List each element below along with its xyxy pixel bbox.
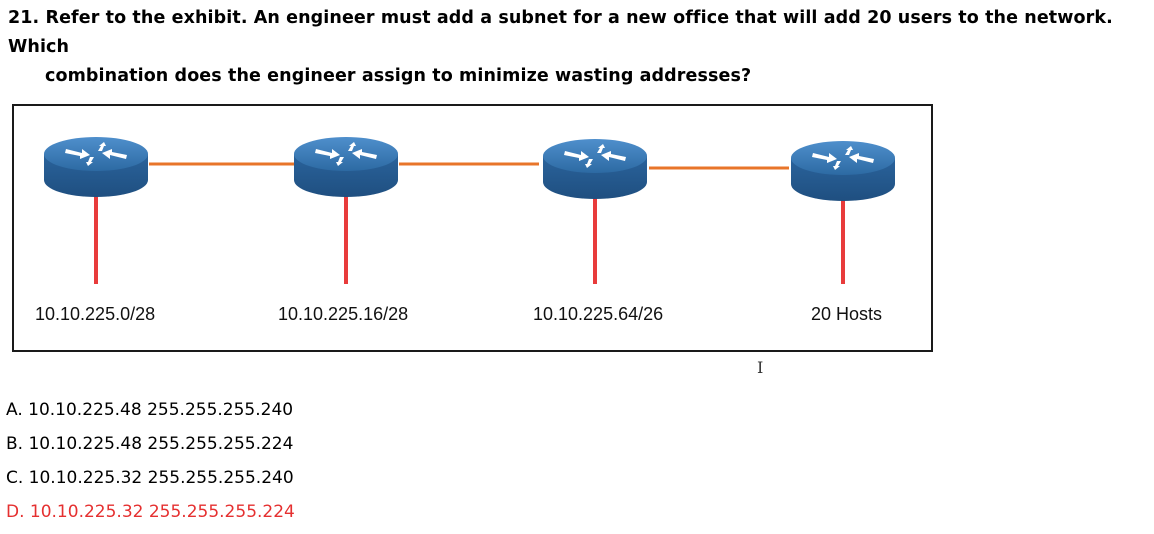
option-c[interactable]: C. 10.10.225.32 255.255.255.240 bbox=[6, 468, 294, 488]
subnet-label: 10.10.225.16/28 bbox=[278, 304, 409, 324]
question-text: 21. Refer to the exhibit. An engineer mu… bbox=[8, 4, 1152, 91]
router-icon bbox=[294, 137, 398, 197]
hosts-label: 20 Hosts bbox=[811, 304, 883, 324]
subnet-label: 10.10.225.64/26 bbox=[533, 304, 664, 324]
answer-options: A. 10.10.225.48 255.255.255.240 B. 10.10… bbox=[6, 398, 295, 534]
text-cursor-icon: I bbox=[757, 358, 764, 377]
router-icon bbox=[791, 141, 895, 201]
exhibit-diagram: 10.10.225.0/28 10.10.225.16/28 10.10.225… bbox=[12, 104, 933, 352]
option-a[interactable]: A. 10.10.225.48 255.255.255.240 bbox=[6, 400, 294, 420]
question-line-2: combination does the engineer assign to … bbox=[45, 66, 752, 86]
router-icon bbox=[44, 137, 148, 197]
option-b[interactable]: B. 10.10.225.48 255.255.255.224 bbox=[6, 434, 294, 454]
router-icon bbox=[543, 139, 647, 199]
option-d[interactable]: D. 10.10.225.32 255.255.255.224 bbox=[6, 502, 295, 522]
question-line-1: 21. Refer to the exhibit. An engineer mu… bbox=[8, 8, 1113, 57]
subnet-label: 10.10.225.0/28 bbox=[35, 304, 156, 324]
network-topology bbox=[44, 137, 895, 284]
